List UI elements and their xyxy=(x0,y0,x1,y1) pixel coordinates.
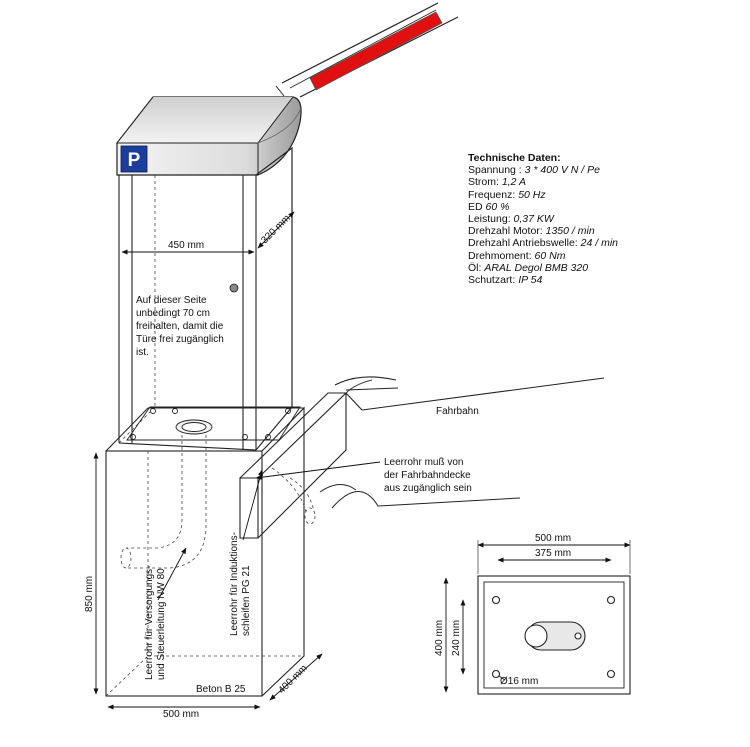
technical-data-label: Leistung: xyxy=(468,213,514,226)
plan-bolt-label: Ø16 mm xyxy=(500,676,538,687)
technical-data-row: Öl: ARAL Degol BMB 320 xyxy=(468,262,618,274)
technical-data: Technische Daten: Spannung : 3 * 400 V N… xyxy=(468,152,618,286)
foundation-top-plate xyxy=(126,406,301,441)
plan-outer-width-dimension: 500 mm xyxy=(477,533,631,574)
foundation-height-label: 850 mm xyxy=(84,576,95,612)
foundation-block xyxy=(105,406,305,697)
technical-data-row: Strom: 1,2 A xyxy=(468,176,618,188)
housing-width-label: 450 mm xyxy=(168,240,204,251)
supply-pipe-leader xyxy=(157,547,187,601)
foundation-depth-label: 400 mm xyxy=(276,663,309,696)
technical-data-value: 3 * 400 V N / Pe xyxy=(524,164,600,177)
technical-data-label: Drehzahl Antriebswelle: xyxy=(468,237,581,250)
foundation-hidden-edges xyxy=(105,435,304,697)
side-note-line-3: freihalten, damit die xyxy=(136,321,224,332)
plan-outer-height-label: 400 mm xyxy=(434,620,445,656)
housing-lid xyxy=(115,96,302,176)
technical-data-label: Strom: xyxy=(468,176,502,189)
technical-data-value: 0,37 KW xyxy=(513,213,554,226)
supply-pipe-label: Leerrohr für Versorgungs- und Steuerleit… xyxy=(144,565,167,680)
supply-pipe-line-2: und Steuerleitung NW 80 xyxy=(156,568,167,680)
housing-body xyxy=(118,146,293,451)
supply-pipe-line-1: Leerrohr für Versorgungs- xyxy=(144,565,155,680)
technical-data-label: Öl: xyxy=(468,261,485,274)
side-note-line-2: unbedingt 70 cm xyxy=(136,308,210,319)
parking-badge-letter: P xyxy=(128,150,141,171)
road-label: Fahrbahn xyxy=(436,406,479,417)
side-clearance-note: Auf dieser Seite unbedingt 70 cm freihal… xyxy=(136,295,224,358)
technical-data-row: Drehmoment: 60 Nm xyxy=(468,250,618,262)
technical-data-label: ED xyxy=(468,200,486,213)
technical-data-label: Schutzart: xyxy=(468,274,519,287)
technical-data-label: Drehmoment: xyxy=(468,249,535,262)
loop-pipe-line-1: Leerrohr für Induktions- xyxy=(229,532,240,636)
technical-data-value: ARAL Degol BMB 320 xyxy=(484,261,589,274)
housing-depth-dimension: 320 mm xyxy=(257,211,295,249)
barrier-arm xyxy=(275,2,459,98)
plan-inner-width-dimension: 375 mm xyxy=(497,548,612,563)
technical-data-label: Frequenz: xyxy=(468,188,519,201)
technical-data-row: ED 60 % xyxy=(468,201,618,213)
plan-inner-height-dimension: 240 mm xyxy=(451,599,466,675)
technical-data-row: Leistung: 0,37 KW xyxy=(468,213,618,225)
foundation-width-dimension: 500 mm xyxy=(107,704,261,720)
pipe-note-line-2: der Fahrbahndecke xyxy=(384,470,471,481)
technical-data-row: Frequenz: 50 Hz xyxy=(468,189,618,201)
technical-data-row: Drehzahl Antriebswelle: 24 / min xyxy=(468,237,618,249)
side-note-line-5: ist. xyxy=(136,347,149,358)
housing-width-dimension: 450 mm xyxy=(121,240,255,255)
plan-inner-height-label: 240 mm xyxy=(451,620,462,656)
loop-pipe-line-2: schleifen PG 21 xyxy=(241,565,252,636)
technical-data-value: 60 % xyxy=(485,200,510,213)
technical-data-value: 50 Hz xyxy=(518,188,546,201)
road-surface xyxy=(319,377,605,509)
door-lock-icon xyxy=(229,283,239,293)
arm-red-stripe xyxy=(309,11,443,91)
technical-data-value: 1,2 A xyxy=(501,176,526,189)
concrete-label: Beton B 25 xyxy=(196,684,246,695)
induction-conduit xyxy=(239,376,397,539)
technical-data-title: Technische Daten: xyxy=(468,152,561,164)
side-note-line-1: Auf dieser Seite xyxy=(136,295,207,306)
foundation-depth-dimension: 400 mm xyxy=(269,653,323,701)
technical-data-value: 60 Nm xyxy=(534,249,566,262)
pipe-note-line-1: Leerrohr muß von xyxy=(384,457,463,468)
technical-data-value: IP 54 xyxy=(518,274,543,287)
technical-data-row: Drehzahl Motor: 1350 / min xyxy=(468,225,618,237)
plan-inner-width-label: 375 mm xyxy=(535,548,571,559)
technical-data-row: Schutzart: IP 54 xyxy=(468,274,618,286)
technical-data-value: 24 / min xyxy=(580,237,618,250)
pipe-access-note: Leerrohr muß von der Fahrbahndecke aus z… xyxy=(255,457,472,494)
loop-pipe-label: Leerrohr für Induktions- schleifen PG 21 xyxy=(229,532,252,636)
induction-conduit-hidden xyxy=(271,467,316,525)
loop-pipe-leader xyxy=(242,469,263,541)
pipe-note-line-3: aus zugänglich sein xyxy=(384,483,472,494)
side-note-line-4: Türe frei zugänglich xyxy=(136,334,224,345)
plan-outer-height-dimension: 400 mm xyxy=(434,577,449,693)
technical-data-label: Drehzahl Motor: xyxy=(468,225,546,238)
plan-view xyxy=(477,575,631,695)
plan-outer-width-label: 500 mm xyxy=(535,533,571,544)
foundation-height-dimension: 850 mm xyxy=(84,452,99,695)
technical-data-label: Spannung : xyxy=(468,164,525,177)
technical-data-row: Spannung : 3 * 400 V N / Pe xyxy=(468,164,618,176)
foundation-width-label: 500 mm xyxy=(163,709,199,720)
parking-badge: P xyxy=(120,145,148,173)
plan-bolt-dimension: Ø16 mm xyxy=(498,675,538,687)
technical-data-value: 1350 / min xyxy=(545,225,595,238)
housing-depth-label: 320 mm xyxy=(259,213,292,246)
